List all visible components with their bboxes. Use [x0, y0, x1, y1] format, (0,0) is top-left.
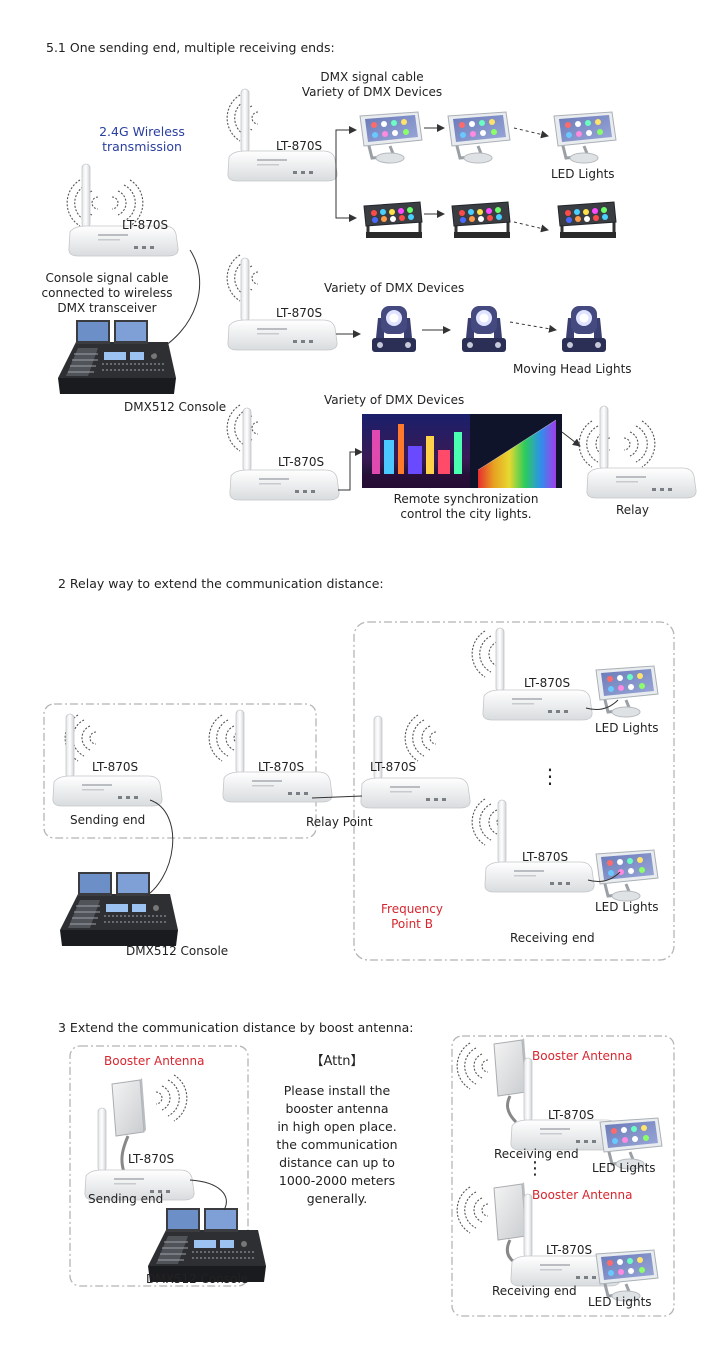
console-label: DMX512 Console [124, 400, 227, 414]
relay-cable [311, 795, 363, 799]
console-signal-cable [149, 249, 201, 356]
sending-end-label: Sending end [70, 813, 146, 827]
section3-graphics [69, 1035, 675, 1317]
section1-heading: 5.1 One sending end, multiple receiving … [46, 40, 335, 55]
device-label: LT-870S [258, 760, 305, 774]
receiving-group-box [353, 621, 675, 961]
moving-head-light [562, 306, 606, 352]
row2-caption: Variety of DMX Devices [324, 281, 465, 295]
led-panel-light [594, 848, 660, 903]
receiving-end-label: Receiving end [494, 1147, 579, 1161]
wireless-waves-icon [456, 1042, 489, 1090]
remote-sync-label: Remote synchronization control the city … [393, 492, 539, 521]
flood-light [362, 200, 424, 240]
console-cable-label: Console signal cable connected to wirele… [41, 271, 173, 315]
section2-heading: 2 Relay way to extend the communication … [58, 576, 384, 591]
sending-booster-box [69, 1045, 249, 1287]
wireless-label: 2.4G Wireless transmission [99, 124, 185, 154]
booster-label: Booster Antenna [532, 1049, 633, 1063]
row3-transceiver [229, 407, 340, 501]
dmx-console [57, 319, 177, 395]
wireless-waves-icon [456, 1186, 489, 1234]
moving-head-light [372, 306, 416, 352]
led-panel-light [552, 110, 618, 165]
frequency-label: Frequency Point B [381, 902, 443, 931]
device-label: LT-870S [548, 1108, 595, 1122]
receiving-end-label: Receiving end [492, 1284, 577, 1298]
device-label: LT-870S [92, 760, 139, 774]
wireless-waves-icon [226, 404, 259, 452]
booster-antenna-icon [493, 1037, 529, 1097]
attn-body: Please install the booster antenna in hi… [276, 1083, 398, 1206]
row1-transceiver [227, 88, 338, 182]
wireless-waves-icon [208, 714, 241, 762]
receiving-end-label: Receiving end [510, 931, 595, 945]
ellipsis-dots: ⋮ [526, 1158, 544, 1179]
wireless-waves-icon [155, 1074, 188, 1122]
wireless-waves-icon [404, 714, 437, 762]
row3-caption: Variety of DMX Devices [324, 393, 465, 407]
console-label: DMX512 Console [126, 944, 229, 958]
flood-light [556, 200, 618, 240]
sending-end-label: Sending end [88, 1192, 164, 1206]
console-label: DMX512 Console [146, 1272, 249, 1286]
led-lights-label: LED Lights [595, 900, 659, 914]
dmx-console [59, 871, 179, 947]
booster-label: Booster Antenna [532, 1188, 633, 1202]
relay-label: Relay [616, 503, 649, 517]
receiver-transceiver [482, 627, 593, 721]
led-lights-label: LED Lights [551, 167, 615, 181]
moving-head-label: Moving Head Lights [513, 362, 632, 376]
led-panel-light [594, 1248, 660, 1303]
led-panel-light [594, 664, 660, 719]
device-label: LT-870S [522, 850, 569, 864]
city-lights-photo [362, 414, 562, 488]
section3-heading: 3 Extend the communication distance by b… [58, 1020, 414, 1035]
sending-group-box [43, 703, 317, 839]
device-label: LT-870S [278, 455, 325, 469]
flood-light [450, 200, 512, 240]
relay-point-label: Relay Point [306, 815, 373, 829]
led-lights-label: LED Lights [592, 1161, 656, 1175]
receiving-booster-box [451, 1035, 675, 1317]
device-label: LT-870S [276, 139, 323, 153]
section1-graphics [57, 88, 697, 501]
booster-label: Booster Antenna [104, 1054, 205, 1068]
moving-head-light [462, 306, 506, 352]
ellipsis-dots: ⋮ [540, 764, 560, 788]
receiver-transceiver [484, 799, 595, 893]
led-lights-label: LED Lights [588, 1295, 652, 1309]
attn-title: 【Attn】 [310, 1054, 364, 1069]
device-label: LT-870S [276, 306, 323, 320]
booster-antenna-icon [111, 1077, 147, 1137]
row1-caption: DMX signal cable Variety of DMX Devices [301, 70, 443, 99]
device-label: LT-870S [128, 1152, 175, 1166]
led-panel-light [446, 110, 512, 165]
device-label: LT-870S [546, 1243, 593, 1257]
row2-transceiver [227, 257, 338, 351]
relay-transceiver [586, 405, 697, 499]
section2-graphics [43, 621, 675, 961]
led-lights-label: LED Lights [595, 721, 659, 735]
booster-antenna-icon [493, 1181, 529, 1241]
led-panel-light [358, 110, 424, 165]
device-label: LT-870S [370, 760, 417, 774]
device-label: LT-870S [524, 676, 571, 690]
wireless-waves-icon [623, 420, 656, 468]
device-label: LT-870S [122, 218, 169, 232]
